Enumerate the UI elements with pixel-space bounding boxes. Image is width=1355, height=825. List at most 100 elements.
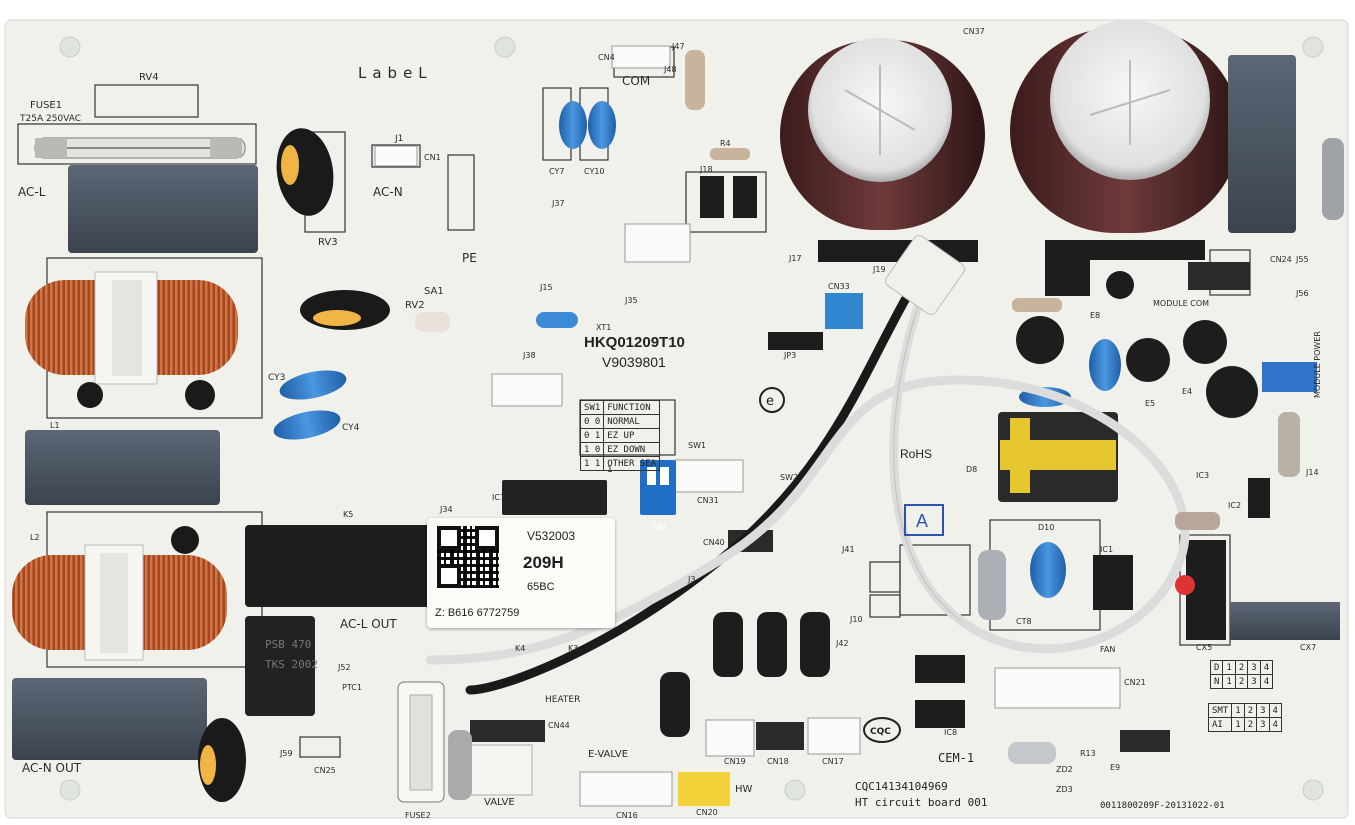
x-capacitor-right — [1228, 55, 1296, 233]
connector-module-power — [1262, 362, 1317, 392]
connector-cn19 — [705, 719, 755, 757]
table-cell: OTHER SEA — [603, 456, 661, 471]
k3-label: K3 — [568, 644, 578, 653]
cn20-label: CN20 — [696, 808, 718, 817]
xt1-label: XT1 — [596, 323, 611, 332]
j47-label: J47 — [671, 42, 685, 51]
k4-label: K4 — [515, 644, 525, 653]
j3-label: J3 — [687, 575, 695, 584]
e8-label: E8 — [1090, 311, 1100, 320]
label-text: LabeL — [358, 64, 433, 82]
cn4-label: CN4 — [598, 53, 615, 62]
valve-label: VALVE — [484, 797, 515, 808]
d8-label: D8 — [966, 465, 977, 474]
connector-cn33 — [825, 293, 863, 329]
pe-label: PE — [462, 251, 477, 265]
connector-cn16 — [579, 771, 673, 807]
electrolytic-cap-e3 — [1016, 316, 1064, 364]
chip-ic1 — [1093, 555, 1133, 610]
j56-label: J56 — [1295, 289, 1309, 298]
relay-k5 — [245, 525, 445, 607]
j19-label: J19 — [872, 265, 886, 274]
electrolytic-cap — [1183, 320, 1227, 364]
connector-cn20 — [678, 772, 730, 806]
e5-label: E5 — [1145, 399, 1155, 408]
choke-l2 — [12, 526, 227, 661]
wire-connector — [885, 235, 965, 315]
connector-cn7 — [491, 373, 563, 407]
sw2-label: SW2 — [780, 473, 798, 482]
y-capacitor-blue — [1089, 339, 1121, 391]
ac-n-out-label: AC-N OUT — [22, 761, 82, 775]
cn25-label: CN25 — [314, 766, 336, 775]
r4-label: R4 — [720, 139, 731, 148]
x-capacitor-cx7 — [1230, 602, 1340, 640]
inductor-psb — [245, 616, 315, 716]
sticker-line3: 65BC — [527, 581, 555, 593]
cy4-label: CY4 — [342, 423, 360, 433]
connector-cn4 — [611, 45, 671, 69]
ic7-label: IC7 — [492, 493, 505, 502]
e4-label: E4 — [1182, 387, 1192, 396]
j41-label: J41 — [841, 545, 855, 554]
cn24-label: CN24 — [1270, 255, 1292, 264]
d10-label: D10 — [1038, 523, 1054, 532]
y-capacitor-cy4 — [273, 410, 341, 440]
serial-number: 0011800209F-20131022-01 — [1100, 801, 1225, 811]
chip-ic7 — [502, 480, 607, 515]
product-sticker: V532003 209H 65BC Z: B616 6772759 — [427, 518, 615, 628]
table-cell: SMT — [1207, 703, 1233, 718]
qr-code — [437, 526, 499, 588]
cx7-label: CX7 — [1300, 643, 1316, 652]
j38-label: J38 — [522, 351, 536, 360]
table-cell: AI — [1207, 717, 1233, 732]
choke-l1 — [25, 271, 238, 410]
rv4-label: RV4 — [139, 72, 159, 83]
connector-valve — [469, 744, 533, 796]
cy3-label: CY3 — [268, 373, 285, 383]
j18-label: J18 — [699, 165, 713, 174]
l2-label: L2 — [30, 533, 40, 542]
board-name: HT circuit board 001 — [855, 796, 987, 809]
zd2-label: ZD2 — [1056, 765, 1073, 774]
cn18-label: CN18 — [767, 757, 789, 766]
qc-code: CQC14134104969 — [855, 780, 948, 793]
j48-label: J48 — [663, 65, 677, 74]
filter-capacitor-3 — [12, 678, 207, 760]
cn44-label: CN44 — [548, 721, 570, 730]
j42-label: J42 — [835, 639, 849, 648]
cy10-label: CY10 — [584, 167, 605, 176]
cn37-label: CN37 — [963, 27, 985, 36]
cn21-label: CN21 — [1124, 678, 1146, 687]
fuse1-title: FUSE1 — [30, 100, 62, 111]
connector-cn17 — [807, 717, 861, 755]
cn17-label: CN17 — [822, 757, 844, 766]
cy7-label: CY7 — [549, 167, 564, 176]
table-cell: EZ UP — [603, 428, 661, 443]
svg-text:PSB 470: PSB 470 — [265, 638, 311, 651]
electrolytic-cap-e4 — [1206, 366, 1258, 418]
table-cell: NORMAL — [603, 414, 661, 429]
cn33-label: CN33 — [828, 282, 850, 291]
j14-label: J14 — [1305, 468, 1319, 477]
ic8-label: IC8 — [944, 728, 957, 737]
cn40-label: CN40 — [703, 538, 725, 547]
fuse1-rating: T25A 250VAC — [19, 114, 81, 124]
dip-on-label: ON — [652, 523, 666, 533]
sticker-line2: 209H — [523, 553, 564, 572]
sw1-label: SW1 — [688, 441, 706, 450]
connector-cn44 — [470, 720, 545, 742]
sa1-label: SA1 — [424, 286, 444, 297]
bulk-capacitor-2 — [1010, 20, 1240, 260]
electrolytic-cap-e5 — [1126, 338, 1170, 382]
table-cell: SW1 — [579, 400, 605, 415]
filter-capacitor-1 — [68, 165, 258, 253]
y-capacitor-cy10 — [588, 101, 616, 149]
table-cell: FUNCTION — [603, 400, 661, 415]
j59-label: J59 — [279, 749, 293, 758]
